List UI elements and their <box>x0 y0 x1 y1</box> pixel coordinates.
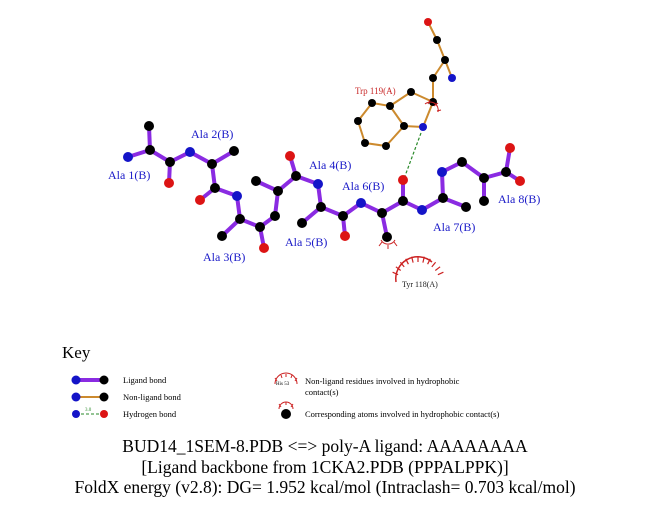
key-hydrophobic-atoms-label: Corresponding atoms involved in hydropho… <box>305 409 499 419</box>
atom-n <box>123 152 133 162</box>
caption-line-2: [Ligand backbone from 1CKA2.PDB (PPPALPP… <box>141 457 508 477</box>
key-nonligand-bond-label: Non-ligand bond <box>123 392 182 402</box>
atom-c <box>354 117 362 125</box>
atom-o <box>164 178 174 188</box>
atom-c <box>255 222 265 232</box>
key-hydrophobic-atom-icon <box>278 401 294 419</box>
key-hydrophobic-residue-icon <box>274 372 298 385</box>
atom-n <box>448 74 456 82</box>
atom-c <box>145 145 155 155</box>
atom-c <box>501 167 511 177</box>
atom-c <box>398 196 408 206</box>
atom-c <box>382 142 390 150</box>
label-ala2: Ala 2(B) <box>191 127 233 141</box>
atom-c <box>377 208 387 218</box>
label-tyr118: Tyr 118(A) <box>402 280 438 289</box>
atom-c <box>368 99 376 107</box>
atom-o <box>195 195 205 205</box>
atom-c <box>429 74 437 82</box>
atom-n <box>356 198 366 208</box>
label-ala3: Ala 3(B) <box>203 250 245 264</box>
atom-c <box>479 173 489 183</box>
label-ala1: Ala 1(B) <box>108 168 150 182</box>
hydrophobic-spoke <box>434 266 441 271</box>
hydrophobic-spoke <box>437 271 444 276</box>
caption-line-3: FoldX energy (v2.8): DG= 1.952 kcal/mol … <box>74 477 575 497</box>
key-ligand-bond-label: Ligand bond <box>123 375 167 385</box>
atom-n <box>232 191 242 201</box>
key-hbond-length: 3.0 <box>85 408 92 413</box>
atom-o <box>515 176 525 186</box>
atom-n <box>417 205 427 215</box>
atom-c <box>407 88 415 96</box>
key-hydrophobic-residues-label-2: contact(s) <box>305 387 339 397</box>
hydrophobic-spoke <box>399 261 405 268</box>
atom-o <box>259 243 269 253</box>
atom-c <box>210 183 220 193</box>
atom-n <box>437 167 447 177</box>
atom-c <box>382 232 392 242</box>
atom-c <box>457 157 467 167</box>
hydrophobic-spoke <box>427 258 431 265</box>
key-title: Key <box>62 343 91 362</box>
atom-c <box>229 146 239 156</box>
atom-c <box>235 214 245 224</box>
hydrophobic-spoke <box>431 261 437 268</box>
label-ala5: Ala 5(B) <box>285 235 327 249</box>
label-ala8: Ala 8(B) <box>498 192 540 206</box>
atom-c <box>438 193 448 203</box>
hydrophobic-spoke <box>395 266 402 271</box>
label-ala7: Ala 7(B) <box>433 220 475 234</box>
atom-c <box>251 176 261 186</box>
atom-c <box>400 122 408 130</box>
atom-c <box>207 159 217 169</box>
key-legend: Key Ligand bond Non-ligand bond 3.0 Hydr… <box>62 343 499 419</box>
hydrophobic-spoke <box>411 256 414 263</box>
atom-n <box>419 123 427 131</box>
atom-c <box>217 231 227 241</box>
key-example-residue: His 53 <box>276 382 290 387</box>
atom-c <box>386 102 394 110</box>
atom-n <box>313 179 323 189</box>
atom-c <box>461 202 471 212</box>
atom-o <box>340 231 350 241</box>
key-hydrophobic-residues-label-1: Non-ligand residues involved in hydropho… <box>305 376 460 386</box>
atom-c <box>338 211 348 221</box>
atom-c <box>297 218 307 228</box>
hydrophobic-contact-tyr118 <box>392 256 444 283</box>
label-trp119: Trp 119(A) <box>355 86 396 96</box>
hydrophobic-atom-marker-1 <box>378 239 398 249</box>
hydrophobic-spoke <box>392 271 399 276</box>
atom-c <box>270 211 280 221</box>
atom-n <box>185 147 195 157</box>
atom-c <box>361 139 369 147</box>
atom-c <box>479 196 489 206</box>
hydrophobic-spoke <box>422 256 425 263</box>
atom-c <box>433 36 441 44</box>
hydrogen-bond-trp119-ala6 <box>404 132 422 177</box>
label-ala6: Ala 6(B) <box>342 179 384 193</box>
atom-o <box>285 151 295 161</box>
caption-line-1: BUD14_1SEM-8.PDB <=> poly-A ligand: AAAA… <box>122 436 528 456</box>
hydrophobic-spoke <box>405 258 409 265</box>
atom-c <box>441 56 449 64</box>
atom-c <box>273 186 283 196</box>
atom-o <box>424 18 432 26</box>
atom-c <box>291 171 301 181</box>
atom-c <box>165 157 175 167</box>
atom-o <box>398 175 408 185</box>
hydrophobic-atom-marker-2 <box>424 99 442 113</box>
label-ala4: Ala 4(B) <box>309 158 351 172</box>
atom-c <box>144 121 154 131</box>
key-hydrogen-bond-label: Hydrogen bond <box>123 409 177 419</box>
atoms <box>123 18 525 253</box>
atom-c <box>316 202 326 212</box>
atom-o <box>505 143 515 153</box>
